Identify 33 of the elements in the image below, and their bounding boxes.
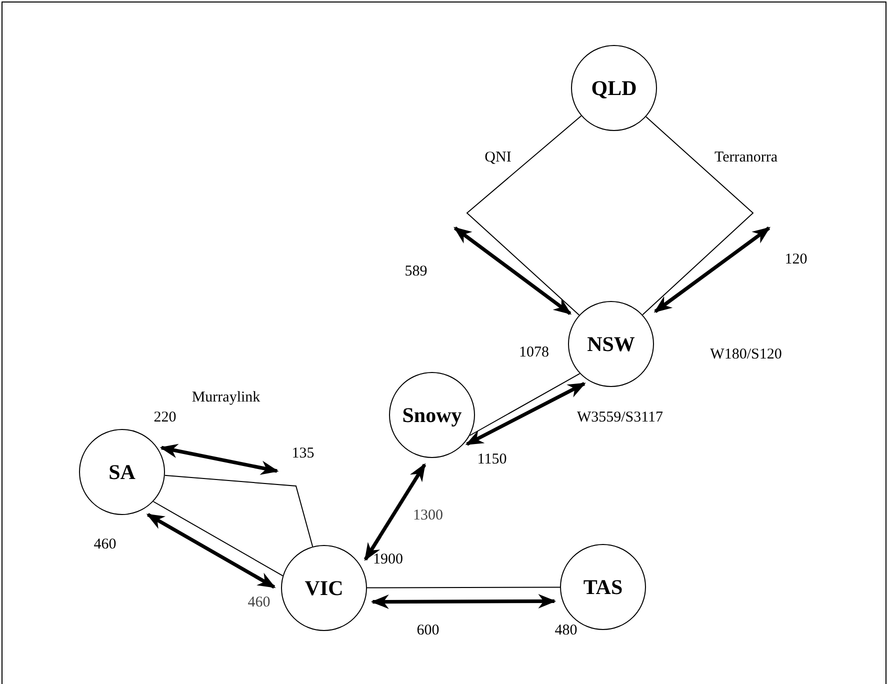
text-label: 1078 <box>519 346 549 360</box>
double-arrow <box>160 444 279 475</box>
double-arrow <box>370 594 556 609</box>
connector-line <box>466 115 582 316</box>
connector-line <box>469 373 580 436</box>
text-label: 460 <box>94 538 116 552</box>
region-circle: VIC <box>281 545 367 631</box>
text-label: 220 <box>154 410 176 426</box>
text-label: 1150 <box>477 452 507 468</box>
text-label: 460 <box>248 596 270 610</box>
text-label: 1900 <box>373 552 403 568</box>
text-label: W180/S120 <box>710 348 782 362</box>
double-arrow <box>146 513 276 589</box>
connector-line <box>152 501 284 576</box>
text-label: 135 <box>292 446 314 462</box>
double-arrow <box>654 226 770 313</box>
region-circle: NSW <box>568 301 654 387</box>
text-label: QNI <box>484 150 512 166</box>
double-arrow <box>465 382 586 446</box>
connector-line <box>642 116 754 316</box>
text-label: 589 <box>404 264 428 280</box>
region-circle: SA <box>79 429 165 515</box>
connector-line <box>164 474 314 547</box>
double-arrow <box>364 463 426 562</box>
text-label: Terranorra <box>714 150 778 166</box>
region-circle: QLD <box>571 45 657 131</box>
double-arrow <box>454 226 572 316</box>
text-label: 600 <box>416 624 440 638</box>
text-label: W3559/S3117 <box>576 410 664 426</box>
connector-line <box>366 586 560 588</box>
text-label: 120 <box>784 252 808 268</box>
region-circle: Snowy <box>389 372 475 458</box>
text-label: 1300 <box>413 508 443 524</box>
